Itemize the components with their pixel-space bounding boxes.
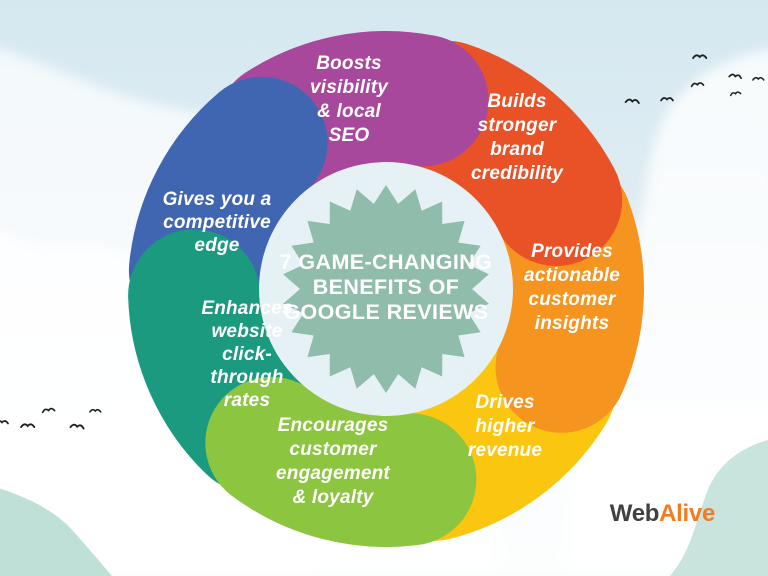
center-starburst-icon xyxy=(283,185,489,393)
webalive-logo: WebAlive xyxy=(609,500,716,527)
wheel-segment-engagement-loyalty xyxy=(205,376,477,547)
logo-part-web: Web xyxy=(609,500,660,527)
logo-part-alive: Alive xyxy=(659,500,715,527)
wave-bottom-right xyxy=(670,440,768,576)
wave-bottom-left xyxy=(0,488,112,576)
benefits-wheel xyxy=(128,31,644,547)
